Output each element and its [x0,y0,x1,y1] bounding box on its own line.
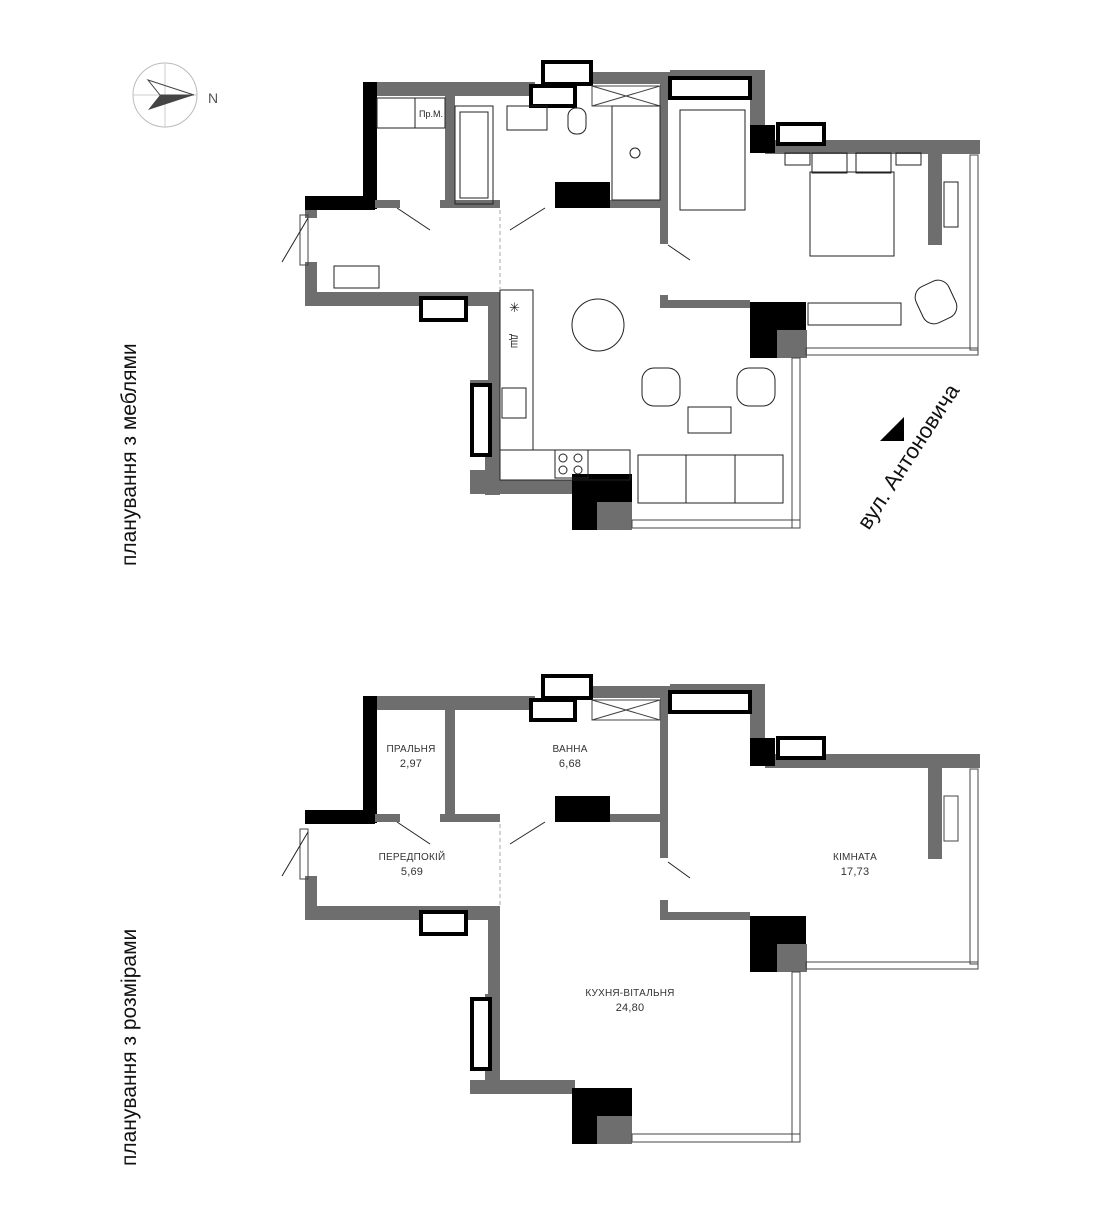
room-area: 24,80 [615,1002,645,1014]
room-area: 6,68 [558,758,582,770]
floor-plan-drawing [281,674,980,1144]
ventilation-shaft [591,85,661,107]
room-area: 17,73 [840,866,870,878]
wardrobe-icon [679,109,746,211]
room-label-kitchen-living: КУХНЯ-ВІТАЛЬНЯ 24,80 [575,987,685,1015]
room-name: ПЕРЕДПОКІЙ [378,852,446,863]
sofa-icon [637,454,784,504]
room-name: ПРАЛЬНЯ [386,744,436,755]
room-area: 5,69 [400,866,424,878]
tv-stand-icon [807,302,902,326]
room-area: 2,97 [399,758,423,770]
cooktop-icon [554,449,589,479]
room-name: КУХНЯ-ВІТАЛЬНЯ [585,988,675,999]
kitchen-sink-icon [501,387,527,419]
compass [132,62,202,132]
furniture [333,97,959,504]
room-label-bathroom: ВАННА 6,68 [530,743,610,771]
floor-plan-furnished: Пр.М. ДШ ✳ [0,0,1104,600]
laundry-machine-tag: Пр.М. [419,109,443,119]
room-label-bedroom: КІМНАТА 17,73 [820,851,890,879]
armchair-icon [914,279,958,325]
toilet-icon [567,107,587,135]
street-direction-triangle-icon [880,417,904,441]
room-label-hallway: ПЕРЕДПОКІЙ 5,69 [370,851,454,879]
window-units [419,60,826,457]
bath-sink-icon [506,105,548,131]
bathtub-icon [454,105,494,205]
ventilation-shaft [591,699,661,721]
bed-icon [809,171,895,257]
windows [299,154,979,529]
room-name: КІМНАТА [833,852,877,863]
floor-plan-drawing [281,60,980,530]
room-label-laundry: ПРАЛЬНЯ 2,97 [378,743,444,771]
shower-icon [611,105,661,201]
room-name: ВАННА [552,744,588,755]
window-units [419,674,826,1071]
doors [281,821,691,905]
bench-icon [333,265,380,289]
hood-symbol-icon: ✳ [509,300,520,315]
walls [305,70,980,530]
armchair-icon [736,367,776,407]
windows [299,768,979,1143]
compass-north-label: N [208,90,219,106]
coffee-table-icon [687,406,732,434]
doors [281,207,691,290]
compass-arrow-icon [132,62,198,128]
armchair-icon [641,367,681,407]
dining-table-icon [571,298,625,352]
floor-plan-dimensions: ПРАЛЬНЯ 2,97 ВАННА 6,68 ПЕРЕДПОКІЙ 5,69 … [0,600,1104,1200]
dishwasher-tag: ДШ [509,333,520,349]
